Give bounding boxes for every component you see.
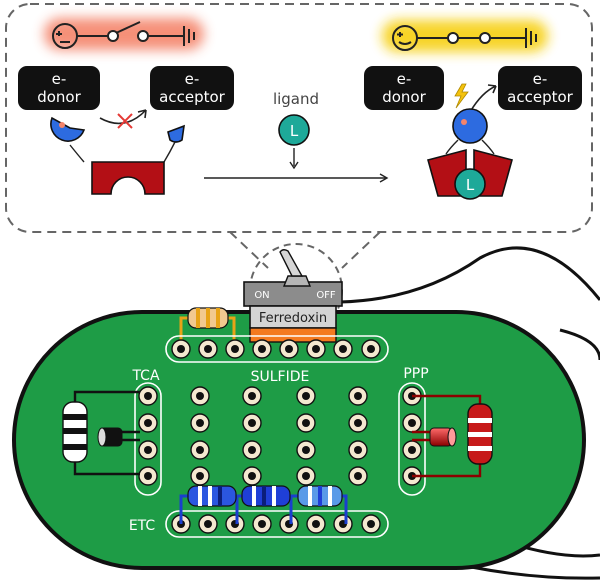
right-acceptor-box: e- acceptor [498,66,582,110]
solder-pad-hole [231,345,239,353]
transition-arrow [204,173,389,183]
etc-label: ETC [129,518,156,534]
solder-pad-hole [177,345,185,353]
ground-icon [525,28,537,48]
solder-pad-hole [258,520,266,528]
left-donor-line1: e- [52,70,67,88]
solder-pad-hole [144,392,152,400]
right-circuit-glow [382,20,548,52]
right-circuit [392,25,537,51]
solder-pad-hole [248,446,256,454]
right-acceptor-line1: e- [533,70,548,88]
etc-resistors [179,485,348,524]
ferredoxin-switch: ON OFF Ferredoxin [243,249,343,343]
ligand-symbol: L [290,122,299,140]
solder-pad-hole [312,345,320,353]
ligand-label: ligand [273,90,319,108]
solder-pad-hole [248,472,256,480]
solder-pad-hole [248,392,256,400]
solder-pad-hole [196,419,204,427]
right-reconstituted-protein: L [427,108,513,200]
right-donor-line2: donor [382,88,426,106]
left-ligand-binding-domain [91,161,165,195]
solder-pad-hole [248,419,256,427]
solder-pad-hole [285,345,293,353]
left-split-acceptor-domain [163,124,185,163]
bound-ligand-symbol: L [466,176,475,194]
ppp-component [412,394,493,478]
ground-icon [183,26,195,46]
left-circuit-glow [44,18,204,50]
right-donor-line1: e- [397,70,412,88]
solder-pad-hole [196,392,204,400]
solder-pad-hole [144,419,152,427]
solder-pad-hole [354,419,362,427]
solder-pad-hole [144,446,152,454]
solder-pad-hole [302,446,310,454]
solder-pad-hole [367,520,375,528]
solder-pad-hole [204,520,212,528]
top-header-strip [165,335,389,363]
pad-grid [138,339,422,534]
left-donor-box: e- donor [18,66,100,110]
blocked-x-icon [117,113,133,129]
lightning-icon [454,83,469,109]
left-acceptor-box: e- acceptor [150,66,234,110]
solder-pad-hole [302,392,310,400]
solder-pad-hole [196,446,204,454]
left-circuit [52,21,195,49]
solder-pad-hole [204,345,212,353]
tca-label: TCA [131,368,160,384]
solder-pad-hole [408,446,416,454]
solder-pad-hole [354,472,362,480]
solder-pad-hole [196,472,204,480]
solder-pad-hole [258,345,266,353]
left-acceptor-line1: e- [185,70,200,88]
switch-on-label: ON [254,290,269,301]
solder-pad-hole [408,419,416,427]
solder-pad-hole [312,520,320,528]
left-acceptor-line2: acceptor [159,88,225,106]
ligand: ligand L [273,90,319,170]
left-split-donor-domain [50,116,86,163]
top-resistor [179,307,236,348]
solder-pad-hole [302,472,310,480]
left-donor-line2: donor [37,88,81,106]
switch-name: Ferredoxin [259,311,327,326]
right-donor-box: e- donor [364,66,444,110]
switch-off-label: OFF [316,290,336,301]
blocked-transfer-arrow [99,109,147,129]
solder-pad-hole [354,392,362,400]
sulfide-label: SULFIDE [251,369,310,385]
solder-pad-hole [302,419,310,427]
tca-component [62,390,140,476]
solder-pad-hole [339,345,347,353]
right-acceptor-line2: acceptor [507,88,573,106]
solder-pad-hole [367,345,375,353]
solder-pad-hole [354,446,362,454]
ppp-label: PPP [403,366,428,382]
solder-pad-hole [144,472,152,480]
etc-header-strip [165,510,389,538]
